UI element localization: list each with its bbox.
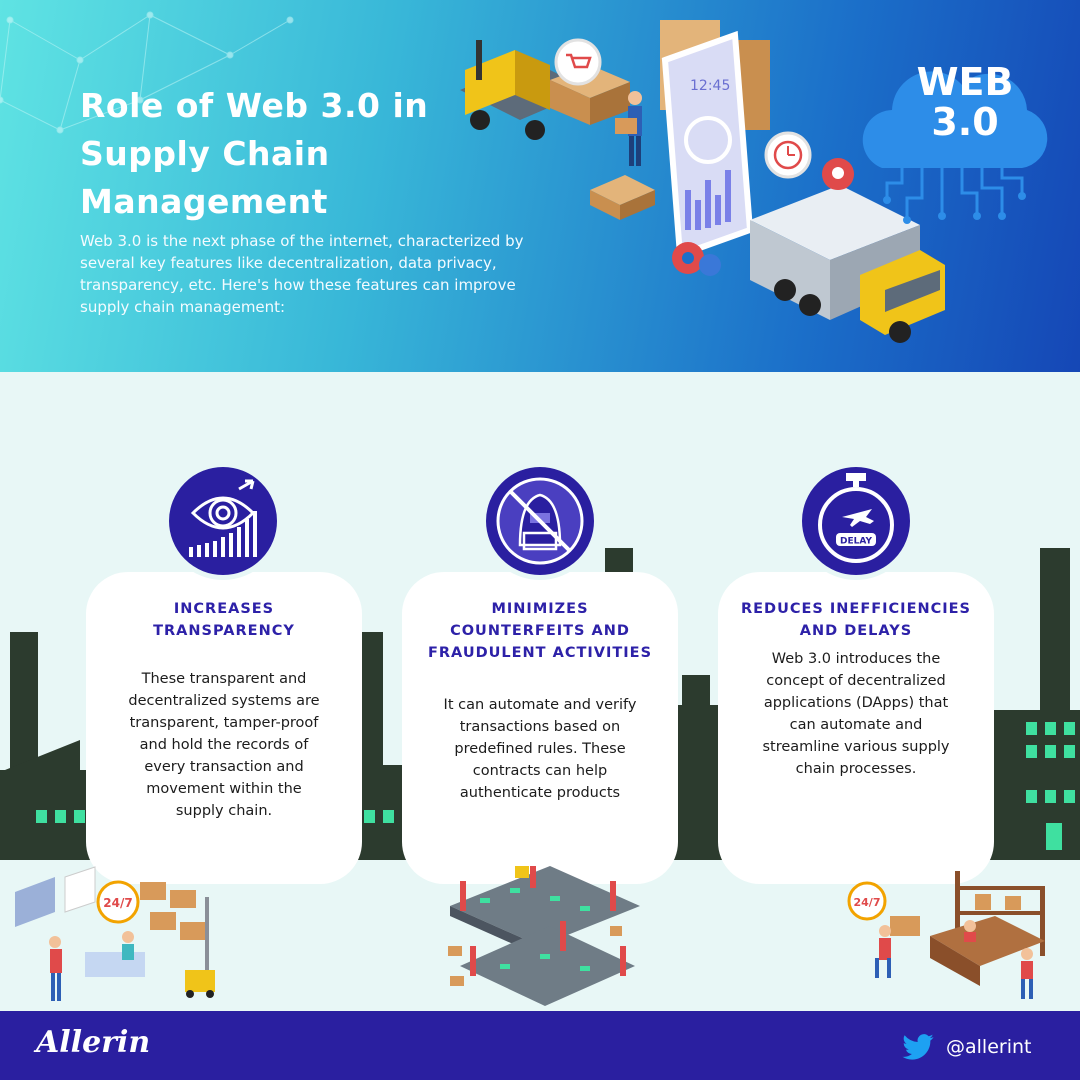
card-title: MINIMIZES COUNTERFEITS AND FRAUDULENT AC… — [427, 601, 653, 661]
card-body: These transparent and decentralized syst… — [128, 671, 320, 819]
svg-text:12:45: 12:45 — [690, 78, 730, 94]
feature-card-transparency: INCREASES TRANSPARENCY These transparent… — [86, 572, 362, 884]
cart-bubble-icon — [554, 38, 602, 86]
supply-chain-illustration: 12:45 — [460, 20, 945, 343]
header-banner: Role of Web 3.0 in Supply Chain Manageme… — [0, 0, 1080, 372]
card-title: REDUCES INEFFICIENCIES AND DELAYS — [740, 601, 972, 639]
twitter-handle[interactable]: @allerint — [946, 1036, 1032, 1058]
web3-cloud-label: WEB 3.0 — [916, 60, 1014, 144]
badge-delays: DELAY — [797, 462, 915, 580]
badge-counterfeits — [481, 462, 599, 580]
truck-illustration — [750, 185, 945, 343]
smartphone-illustration: 12:45 — [661, 30, 754, 260]
network-pattern — [0, 11, 294, 134]
svg-text:24/7: 24/7 — [854, 896, 881, 909]
feature-card-counterfeits: MINIMIZES COUNTERFEITS AND FRAUDULENT AC… — [402, 572, 678, 884]
allerin-logo[interactable]: Allerin — [36, 1025, 151, 1060]
feature-card-inefficiencies: REDUCES INEFFICIENCIES AND DELAYS Web 3.… — [718, 572, 994, 884]
twitter-icon[interactable] — [902, 1034, 934, 1060]
delivery-counter-illustration: 24/7 — [847, 871, 1045, 999]
card-body: It can automate and verify transactions … — [443, 697, 637, 801]
eye-growth-icon — [189, 479, 257, 557]
gear-icon — [699, 254, 721, 276]
intro-paragraph: Web 3.0 is the next phase of the interne… — [80, 232, 524, 316]
worker-illustration — [615, 91, 642, 166]
footer-bar: Allerin @allerint — [0, 1011, 1080, 1080]
card-title: INCREASES TRANSPARENCY — [153, 601, 295, 639]
stopwatch-delay-icon: DELAY — [818, 473, 894, 563]
factory-line-illustration — [448, 866, 640, 1006]
svg-text:24/7: 24/7 — [103, 896, 132, 910]
svg-text:DELAY: DELAY — [840, 537, 872, 547]
cloud-icon — [862, 71, 1048, 224]
social-handle[interactable]: @allerint — [902, 1033, 1031, 1061]
badge-transparency — [164, 462, 282, 580]
card-body: Web 3.0 introduces the concept of decent… — [762, 651, 950, 777]
no-hacker-icon — [496, 477, 584, 565]
page-title: Role of Web 3.0 in Supply Chain Manageme… — [80, 86, 429, 221]
forklift-illustration — [460, 40, 630, 140]
warehouse-office-illustration: 24/7 — [15, 866, 215, 1001]
